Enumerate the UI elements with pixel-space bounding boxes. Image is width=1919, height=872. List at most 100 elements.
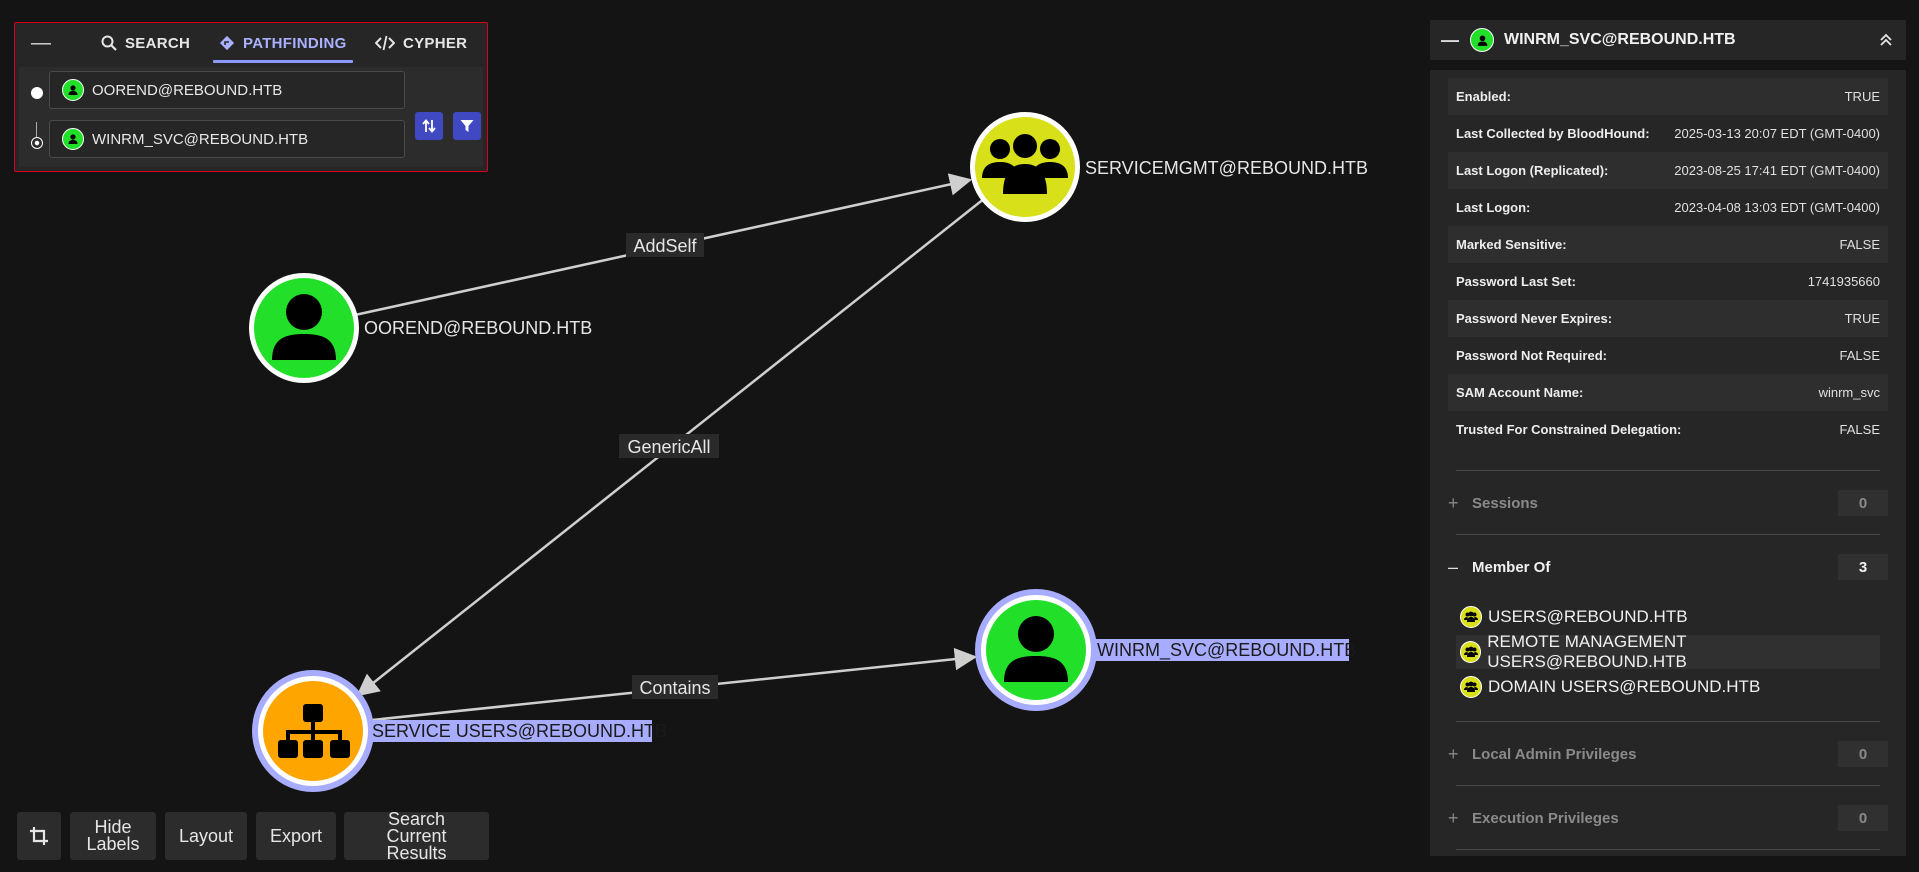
minus-icon: — [1441,29,1459,50]
double-chevron-up-icon [1880,33,1892,46]
section-count: 0 [1838,490,1888,516]
source-node-value: OOREND@REBOUND.HTB [92,81,283,99]
expand-all-button[interactable] [1866,33,1906,47]
layout-label: Layout [178,825,234,846]
property-label: Password Not Required: [1456,348,1607,363]
search-current-results-label: Search Current Results [386,812,447,860]
node-label-serviceusers: SERVICE USERS@REBOUND.HTB [372,721,667,741]
group-icon [982,134,1068,194]
target-node-input[interactable]: WINRM_SVC@REBOUND.HTB [49,120,405,158]
svg-text:GenericAll: GenericAll [627,437,710,457]
property-row: Last Collected by BloodHound: 2025-03-13… [1448,115,1888,152]
section-title: Local Admin Privileges [1472,745,1637,763]
search-current-results-button[interactable]: Search Current Results [344,812,489,860]
section-count: 3 [1838,554,1888,580]
export-button[interactable]: Export [256,812,336,860]
property-label: Marked Sensitive: [1456,237,1567,252]
user-icon [1004,616,1068,682]
explore-tabs: — SEARCH PATHFINDING CYPHER [15,23,487,63]
group-icon [1460,676,1482,698]
property-value: FALSE [1839,237,1880,252]
node-label-winrm: WINRM_SVC@REBOUND.HTB [1097,640,1356,661]
pathfinding-form: OOREND@REBOUND.HTB WINRM_SVC@REBOUND.HTB [19,67,483,167]
tab-search[interactable]: SEARCH [101,29,190,57]
group-icon [1460,606,1482,628]
property-value: 2023-08-25 17:41 EDT (GMT-0400) [1674,163,1880,178]
property-label: SAM Account Name: [1456,385,1584,400]
property-value: TRUE [1844,311,1880,326]
section-local-admin-privileges[interactable]: + Local Admin Privileges 0 [1448,739,1888,769]
member-of-item[interactable]: REMOTE MANAGEMENT USERS@REBOUND.HTB [1456,632,1880,671]
tab-pathfinding[interactable]: PATHFINDING [213,29,353,63]
entity-panel-header: — WINRM_SVC@REBOUND.HTB [1430,20,1906,60]
property-value: TRUE [1844,89,1880,104]
node-label-oorend: OOREND@REBOUND.HTB [364,318,592,338]
member-of-name: USERS@REBOUND.HTB [1488,607,1688,626]
member-of-name: REMOTE MANAGEMENT USERS@REBOUND.HTB [1487,632,1687,671]
section-member-of[interactable]: – Member Of 3 [1448,552,1888,582]
code-icon [375,35,395,51]
divider [1456,849,1880,850]
tab-pathfinding-label: PATHFINDING [243,34,347,52]
crop-button[interactable] [17,812,61,860]
property-label: Trusted For Constrained Delegation: [1456,422,1682,437]
node-label-servicemgmt: SERVICEMGMT@REBOUND.HTB [1085,158,1368,178]
layout-button[interactable]: Layout [165,812,247,860]
plus-icon: + [1448,743,1459,764]
tab-cypher-label: CYPHER [403,34,468,52]
org-tree-icon [278,704,350,758]
swap-nodes-button[interactable] [415,112,443,140]
property-value: winrm_svc [1818,385,1880,400]
property-row: SAM Account Name: winrm_svc [1448,374,1888,411]
property-row: Password Last Set: 1741935660 [1448,263,1888,300]
section-execution-privileges[interactable]: + Execution Privileges 0 [1448,803,1888,833]
entity-title: WINRM_SVC@REBOUND.HTB [1504,31,1736,48]
property-value: 2023-04-08 13:03 EDT (GMT-0400) [1674,200,1880,215]
property-row: Password Never Expires: TRUE [1448,300,1888,337]
node-serviceusers[interactable]: SERVICE USERS@REBOUND.HTB [252,670,667,792]
tab-cypher[interactable]: CYPHER [375,29,467,57]
member-of-item[interactable]: USERS@REBOUND.HTB [1456,600,1692,634]
property-value: 1741935660 [1807,274,1880,289]
swap-arrows-icon [422,119,436,133]
divider [1456,721,1880,722]
property-value: FALSE [1839,422,1880,437]
tab-search-label: SEARCH [125,34,191,52]
node-servicemgmt[interactable]: SERVICEMGMT@REBOUND.HTB [970,112,1368,222]
source-node-input[interactable]: OOREND@REBOUND.HTB [49,71,405,109]
section-title: Member Of [1472,558,1551,576]
collapse-panel-button[interactable]: — [29,31,53,55]
user-icon [1470,28,1494,52]
plus-icon: + [1448,807,1459,828]
section-sessions[interactable]: + Sessions 0 [1448,488,1888,518]
hide-labels-label: Hide Labels [86,817,140,854]
property-value: 2025-03-13 20:07 EDT (GMT-0400) [1674,126,1880,141]
property-row: Trusted For Constrained Delegation: FALS… [1448,411,1888,448]
node-oorend[interactable]: OOREND@REBOUND.HTB [249,273,592,383]
edge-label-contains: Contains [632,675,718,699]
plus-icon: + [1448,492,1459,513]
member-of-name: DOMAIN USERS@REBOUND.HTB [1488,677,1761,696]
filter-funnel-icon [460,120,474,132]
section-title: Execution Privileges [1472,809,1619,827]
property-value: FALSE [1839,348,1880,363]
target-bullseye-icon [31,137,43,149]
node-winrm[interactable]: WINRM_SVC@REBOUND.HTB [975,589,1356,711]
edge-filter-button[interactable] [453,112,481,140]
entity-panel-body: Enabled: TRUE Last Collected by BloodHou… [1430,70,1906,856]
property-row: Marked Sensitive: FALSE [1448,226,1888,263]
property-row: Enabled: TRUE [1448,78,1888,115]
pathfinding-panel: — SEARCH PATHFINDING CYPHER [14,22,488,172]
hide-labels-button[interactable]: Hide Labels [70,812,156,860]
target-node-value: WINRM_SVC@REBOUND.HTB [92,130,309,148]
svg-text:AddSelf: AddSelf [633,236,697,256]
group-icon [1460,641,1482,663]
collapse-entity-button[interactable]: — [1430,30,1470,51]
property-label: Enabled: [1456,89,1511,104]
property-label: Last Collected by BloodHound: [1456,126,1650,141]
member-of-item[interactable]: DOMAIN USERS@REBOUND.HTB [1456,670,1764,704]
route-diamond-icon [219,35,235,51]
property-row: Last Logon (Replicated): 2023-08-25 17:4… [1448,152,1888,189]
search-icon [101,35,117,51]
